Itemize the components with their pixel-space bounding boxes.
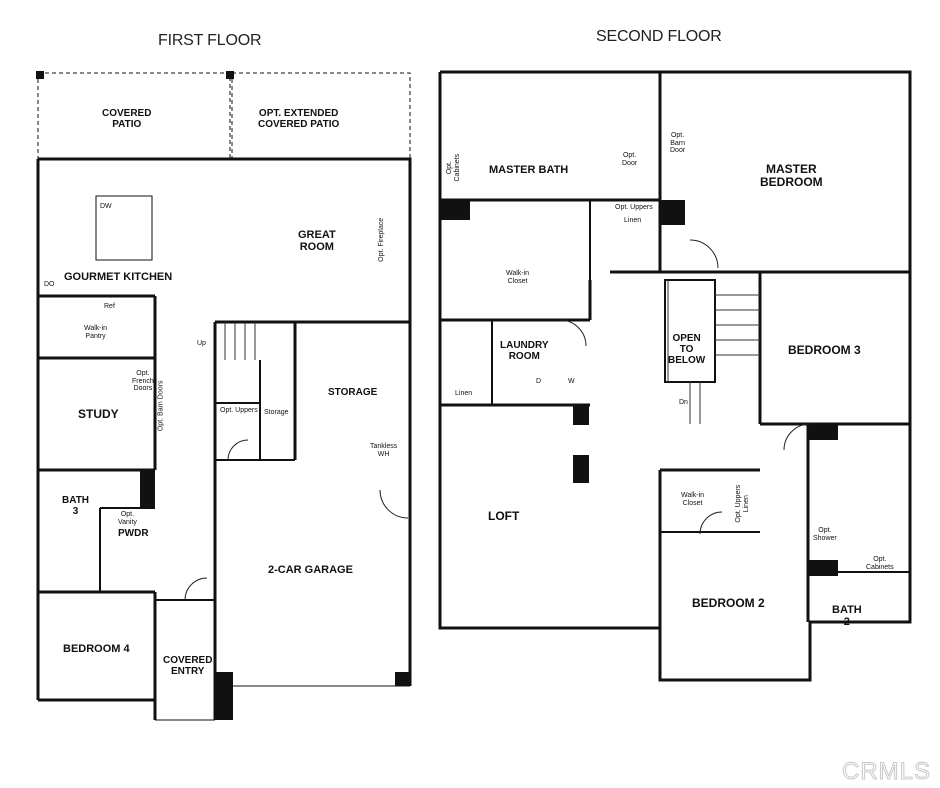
bath3-label: BATH 3 bbox=[62, 495, 90, 517]
open-to-below-label: OPEN TO BELOW bbox=[668, 333, 706, 366]
opt-vanity-label: Opt. Vanity bbox=[118, 511, 137, 526]
laundry-room-label: LAUNDRY ROOM bbox=[500, 340, 549, 362]
washer-label: W bbox=[568, 378, 575, 385]
walk-in-pantry-label: Walk-in Pantry bbox=[84, 325, 108, 340]
opt-fireplace-label: Opt. Fireplace bbox=[378, 217, 386, 262]
first-floor-title: FIRST FLOOR bbox=[158, 32, 262, 49]
opt-uppers-linen-label: Opt. Uppers Linen bbox=[735, 484, 750, 523]
bath2-label: BATH 2 bbox=[832, 604, 862, 629]
opt-cabinets-right-label: Opt. Cabinets bbox=[866, 556, 894, 571]
opt-uppers-label-first: Opt. Uppers bbox=[220, 407, 258, 414]
master-bedroom-label: MASTER BEDROOM bbox=[760, 162, 823, 190]
dryer-label: D bbox=[536, 378, 542, 385]
opt-barn-door-label: Opt. Barn Door bbox=[670, 132, 686, 155]
second-floor-title: SECOND FLOOR bbox=[596, 28, 722, 45]
linen-laundry-label: Linen bbox=[455, 390, 473, 397]
opt-cabinets-left-label: Opt. Cabinets bbox=[446, 153, 461, 182]
opt-french-doors-label: Opt. French Doors bbox=[132, 370, 154, 393]
crmls-watermark: CRMLS bbox=[841, 758, 932, 786]
opt-extended-covered-patio-label: OPT. EXTENDED COVERED PATIO bbox=[258, 108, 340, 130]
walk-in-closet-master-label: Walk-in Closet bbox=[506, 270, 530, 285]
covered-entry-label: COVERED ENTRY bbox=[163, 655, 213, 677]
storage-label: STORAGE bbox=[328, 387, 378, 398]
bedroom2-label: BEDROOM 2 bbox=[692, 596, 765, 610]
ref-label: Ref bbox=[104, 303, 115, 310]
linen-master-label: Linen bbox=[624, 217, 642, 224]
do-label: DO bbox=[44, 281, 55, 288]
opt-door-label: Opt. Door bbox=[622, 152, 638, 167]
bedroom3-label: BEDROOM 3 bbox=[788, 343, 861, 357]
opt-uppers-label-second: Opt. Uppers bbox=[615, 204, 653, 211]
dw-label: DW bbox=[100, 203, 112, 210]
opt-barn-doors-label: Opt. Barn Doors bbox=[157, 380, 165, 432]
study-label: STUDY bbox=[78, 407, 119, 421]
gourmet-kitchen-label: GOURMET KITCHEN bbox=[64, 271, 173, 283]
covered-patio-label: COVERED PATIO bbox=[102, 108, 152, 130]
master-bath-label: MASTER BATH bbox=[489, 164, 569, 176]
storage-small-label: Storage bbox=[264, 409, 289, 416]
bedroom4-label: BEDROOM 4 bbox=[63, 643, 130, 655]
walk-in-closet-bed2-label: Walk-in Closet bbox=[681, 492, 705, 507]
stairs-up-label: Up bbox=[197, 340, 206, 347]
opt-shower-label: Opt. Shower bbox=[813, 527, 837, 542]
tankless-wh-label: Tankless WH bbox=[370, 443, 398, 458]
stairs-down-label: Dn bbox=[679, 399, 688, 406]
great-room-label: GREAT ROOM bbox=[298, 229, 336, 254]
loft-label: LOFT bbox=[488, 509, 520, 523]
garage-label: 2-CAR GARAGE bbox=[268, 564, 353, 576]
pwdr-label: PWDR bbox=[118, 528, 149, 539]
